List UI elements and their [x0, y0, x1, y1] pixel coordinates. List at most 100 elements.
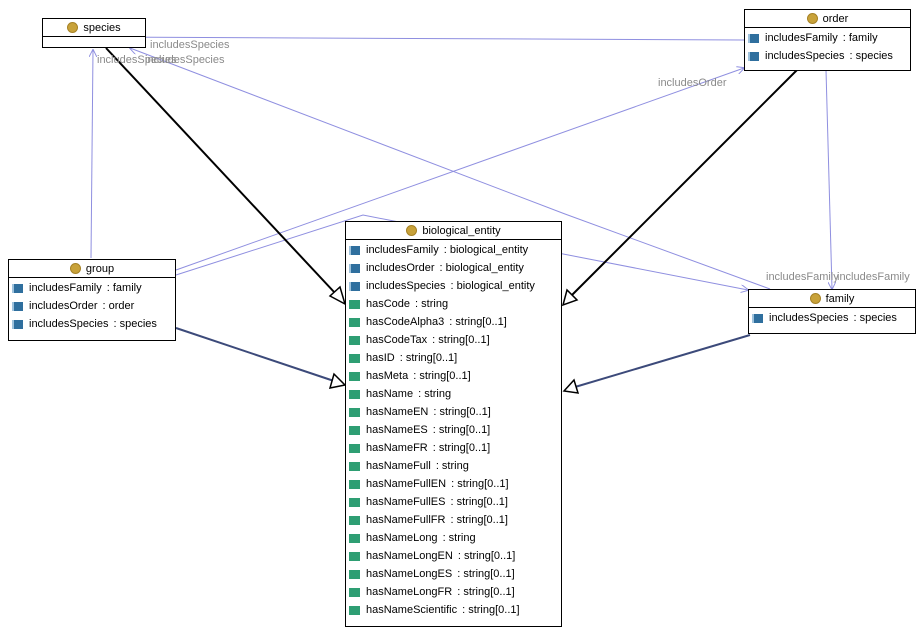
attribute-row[interactable]: hasNameScientific : string[0..1] [346, 601, 561, 619]
attribute-row[interactable]: hasCode: string [346, 295, 561, 313]
attribute-row[interactable]: hasNameLongES : string[0..1] [346, 565, 561, 583]
attribute-type: : string[0..1] [462, 604, 520, 616]
data-property-icon [349, 587, 360, 597]
attribute-name: hasNameFullEN [366, 478, 447, 490]
attribute-name: hasID [366, 352, 395, 364]
object-property-icon [12, 301, 23, 311]
class-family-name: family [825, 292, 855, 305]
attribute-type: : biological_entity [443, 244, 529, 256]
attribute-row[interactable]: hasCodeTax: string[0..1] [346, 331, 561, 349]
attribute-name: hasNameLongFR [366, 586, 453, 598]
attribute-row[interactable]: includesSpecies: species [9, 315, 175, 333]
attribute-row[interactable]: includesFamily: family [745, 29, 910, 47]
data-property-icon [349, 407, 360, 417]
data-property-icon [349, 605, 360, 615]
attribute-name: hasNameES [366, 424, 428, 436]
attribute-row[interactable]: hasNameFullEN : string[0..1] [346, 475, 561, 493]
attribute-name: hasNameFull [366, 460, 431, 472]
attribute-name: hasNameFR [366, 442, 428, 454]
data-property-icon [349, 353, 360, 363]
attribute-name: includesSpecies [765, 50, 845, 62]
data-property-icon [349, 479, 360, 489]
attribute-type: : string[0..1] [457, 586, 515, 598]
attribute-type: : string[0..1] [451, 478, 509, 490]
attribute-name: hasName [366, 388, 414, 400]
generalization-species-arrowhead [328, 285, 347, 306]
attribute-type: : string[0..1] [432, 424, 491, 436]
class-group-attributes: includesFamily: family includesOrder : ord… [9, 278, 175, 333]
data-property-icon [349, 335, 360, 345]
edge-label-group-includes-species: includesSpecies [97, 54, 177, 66]
attribute-row[interactable]: includesFamily : biological_entity [346, 241, 561, 259]
attribute-name: hasNameLongES [366, 568, 453, 580]
data-property-icon [349, 299, 360, 309]
object-property-icon [748, 33, 759, 43]
attribute-name: includesOrder [29, 300, 98, 312]
attribute-row[interactable]: hasNameLongEN: string[0..1] [346, 547, 561, 565]
attribute-row[interactable]: hasNameFullES: string[0..1] [346, 493, 561, 511]
attribute-row[interactable]: includesSpecies: species [749, 309, 915, 327]
generalization-family-line [574, 334, 751, 388]
attribute-name: hasNameLongEN [366, 550, 453, 562]
attribute-type: : species [113, 318, 157, 330]
data-property-icon [349, 443, 360, 453]
object-property-icon [752, 313, 763, 323]
attribute-type: : string[0..1] [449, 316, 507, 328]
edge-family-includes-species [130, 48, 771, 290]
attribute-row[interactable]: includesOrder: biological_entity [346, 259, 561, 277]
class-biological-entity-name: biological_entity [422, 224, 501, 237]
object-property-icon [748, 51, 759, 61]
attribute-name: includesFamily [366, 244, 439, 256]
edge-order-includes-species [98, 37, 745, 40]
generalization-order-arrowhead [561, 288, 579, 307]
attribute-row[interactable]: hasNameFR: string[0..1] [346, 439, 561, 457]
class-family-header: family [749, 290, 915, 308]
attribute-type: : string[0..1] [413, 370, 471, 382]
attribute-row[interactable]: hasID : string[0..1] [346, 349, 561, 367]
class-order-name: order [822, 12, 849, 25]
attribute-name: hasNameScientific [366, 604, 458, 616]
attribute-row[interactable]: hasNameES : string[0..1] [346, 421, 561, 439]
attribute-row[interactable]: hasMeta : string[0..1] [346, 367, 561, 385]
class-species-header: species [43, 19, 145, 37]
attribute-row[interactable]: includesOrder : order [9, 297, 175, 315]
object-property-icon [12, 319, 23, 329]
edge-group-includes-species [91, 50, 93, 259]
class-group-name: group [85, 262, 115, 275]
attribute-type: : species [849, 50, 893, 62]
attribute-type: : order [102, 300, 135, 312]
class-species[interactable]: species [42, 18, 146, 48]
class-biological-entity[interactable]: biological_entity includesFamily : biolog… [345, 221, 562, 627]
data-property-icon [349, 389, 360, 399]
attribute-type: : string[0..1] [399, 352, 458, 364]
data-property-icon [349, 497, 360, 507]
attribute-row[interactable]: hasNameFull : string [346, 457, 561, 475]
object-property-icon [12, 283, 23, 293]
attribute-row[interactable]: hasNameFullFR: string[0..1] [346, 511, 561, 529]
attribute-row[interactable]: includesSpecies: biological_entity [346, 277, 561, 295]
attribute-row[interactable]: hasName: string [346, 385, 561, 403]
attribute-name: hasMeta [366, 370, 409, 382]
data-property-icon [349, 569, 360, 579]
attribute-row[interactable]: hasNameLong: string [346, 529, 561, 547]
attribute-row[interactable]: hasNameLongFR : string[0..1] [346, 583, 561, 601]
attribute-name: hasNameFullFR [366, 514, 446, 526]
attribute-row[interactable]: hasNameEN: string[0..1] [346, 403, 561, 421]
edge-label-order-includes-family: includesFamily [837, 271, 910, 283]
attribute-type: : string [435, 460, 469, 472]
attribute-type: : string[0..1] [457, 568, 515, 580]
class-order-header: order [745, 10, 910, 28]
generalization-order-line [570, 69, 798, 297]
class-family[interactable]: family includesSpecies: species [748, 289, 916, 334]
attribute-type: : string [442, 532, 476, 544]
attribute-type: : family [842, 32, 878, 44]
attribute-row[interactable]: includesSpecies : species [745, 47, 910, 65]
attribute-name: includesFamily [29, 282, 102, 294]
attribute-row[interactable]: includesFamily: family [9, 279, 175, 297]
attribute-row[interactable]: hasCodeAlpha3: string[0..1] [346, 313, 561, 331]
attribute-name: includesSpecies [366, 280, 446, 292]
data-property-icon [349, 551, 360, 561]
